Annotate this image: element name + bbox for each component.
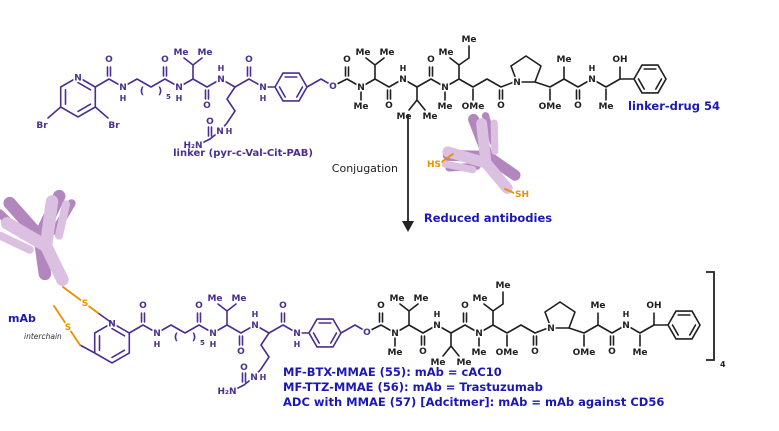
mab-label: mAb — [8, 312, 36, 325]
atom-label-sh: SH — [515, 190, 529, 200]
bottom-pyridine-ring — [93, 317, 131, 365]
bond — [79, 312, 113, 354]
disulfide-bond — [53, 286, 99, 346]
bond — [47, 106, 109, 119]
top-pyridine-ring — [59, 71, 97, 119]
linker-drug-label: linker-drug 54 — [628, 99, 720, 113]
linker-name-label: linker (pyr-c-Val-Cit-PAB) — [173, 148, 313, 159]
atom-label-s: S — [82, 299, 88, 309]
product-line-2: MF-TTZ-MMAE (56): mAb = Trastuzumab — [283, 380, 543, 394]
interchain-label: interchain — [24, 332, 62, 341]
thiol-bond — [439, 153, 515, 194]
down-arrow-icon — [402, 221, 414, 232]
product-line-1: MF-BTX-MMAE (55): mAb = cAC10 — [283, 365, 502, 379]
bracket-subscript: 4 — [720, 360, 726, 369]
atom-label-br: Br — [36, 121, 48, 131]
reduced-antibodies-label: Reduced antibodies — [424, 211, 552, 225]
product-line-3: ADC with MMAE (57) [Adcitmer]: mAb = mAb… — [283, 395, 664, 409]
conjugated-antibody-icon — [0, 195, 95, 296]
atom-label-hs: HS — [427, 160, 441, 170]
conjugation-label: Conjugation — [332, 162, 398, 175]
atom-label-br: Br — [108, 121, 120, 131]
top-structure-chain — [95, 35, 666, 151]
atom-label-s: S — [65, 323, 71, 333]
repeat-bracket — [706, 271, 715, 361]
